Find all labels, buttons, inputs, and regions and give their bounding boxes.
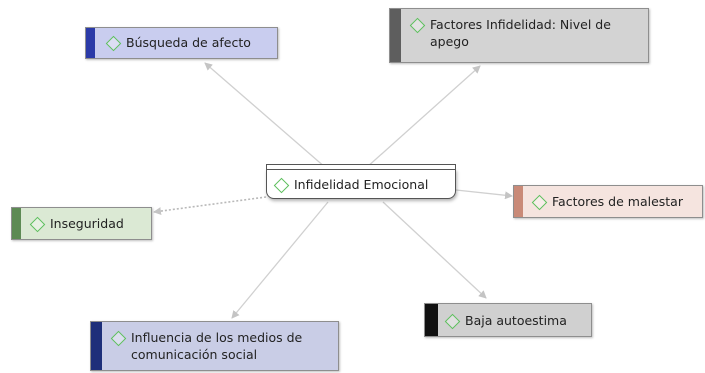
diamond-icon — [409, 17, 426, 34]
diamond-icon — [444, 313, 461, 330]
edge-inseguridad — [153, 196, 267, 216]
center-node-infidelidad-emocional[interactable]: Infidelidad Emocional — [266, 164, 456, 199]
node-label: Búsqueda de afecto — [126, 35, 251, 50]
node-label: Inseguridad — [50, 216, 124, 231]
node-label: Factores de malestar — [552, 194, 683, 209]
node-factores-infidelidad-nivel-de-apego[interactable]: Factores Infidelidad: Nivel de apego — [389, 8, 649, 63]
node-label: Influencia de los medios de comunicación… — [131, 330, 303, 362]
node-inseguridad[interactable]: Inseguridad — [11, 207, 152, 240]
edge-busqueda — [204, 62, 327, 169]
center-node-header-bar — [266, 164, 456, 169]
diamond-icon — [273, 177, 290, 194]
node-label: Factores Infidelidad: Nivel de apego — [430, 17, 611, 49]
edge-factores-infidelidad — [365, 65, 481, 169]
node-influencia-de-los-medios[interactable]: Influencia de los medios de comunicación… — [90, 321, 339, 371]
diamond-icon — [531, 194, 548, 211]
diamond-icon — [29, 216, 46, 233]
edge-baja-autoestima — [382, 201, 487, 299]
edge-factores-malestar — [455, 189, 513, 200]
node-accent-stripe — [514, 186, 523, 217]
node-label: Baja autoestima — [465, 313, 567, 328]
diamond-icon — [110, 330, 127, 347]
node-busqueda-de-afecto[interactable]: Búsqueda de afecto — [85, 27, 278, 59]
node-accent-stripe — [12, 208, 21, 239]
node-label: Infidelidad Emocional — [294, 177, 429, 192]
node-accent-stripe — [390, 9, 401, 62]
node-baja-autoestima[interactable]: Baja autoestima — [424, 303, 592, 337]
node-accent-stripe — [86, 28, 95, 58]
node-factores-de-malestar[interactable]: Factores de malestar — [513, 185, 703, 218]
node-accent-stripe — [425, 304, 438, 336]
diamond-icon — [105, 35, 122, 52]
node-accent-stripe — [91, 322, 102, 370]
edge-influencia-medios — [231, 201, 329, 319]
